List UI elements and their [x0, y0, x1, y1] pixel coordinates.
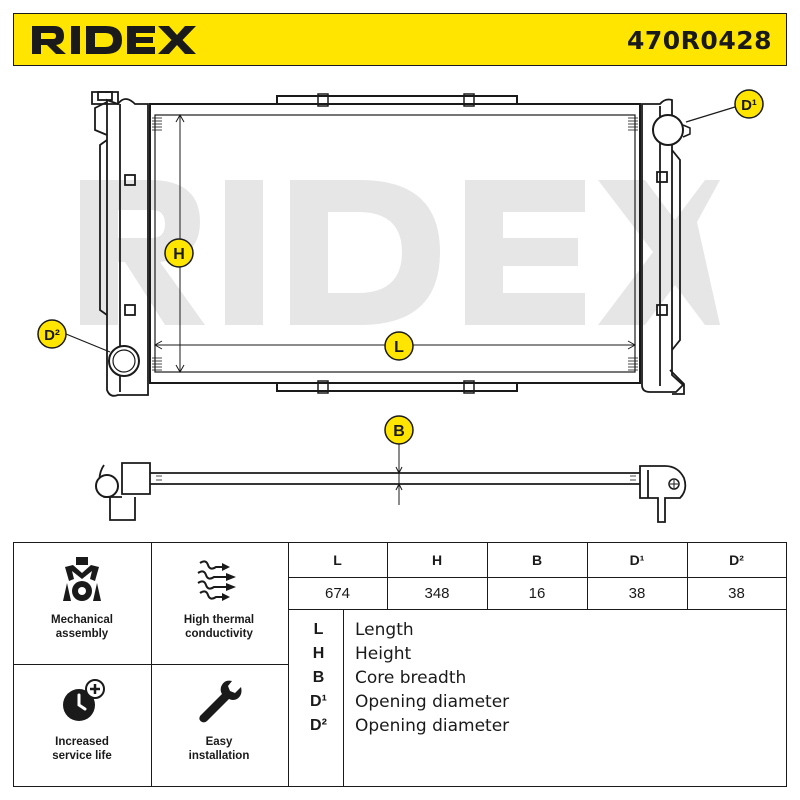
- radiator-core: [149, 103, 641, 384]
- dim-value-b: 16: [528, 585, 546, 602]
- dim-value-d1: 38: [628, 585, 646, 602]
- feature-increased-service-life: Increased service life: [14, 665, 150, 787]
- feature-label-line2: installation: [188, 750, 250, 762]
- ridex-watermark: [80, 180, 720, 325]
- feature-label-line2: assembly: [55, 628, 109, 640]
- legend-key: B: [312, 669, 325, 686]
- legend-text: Core breadth: [355, 668, 467, 688]
- dim-header-h: H: [431, 552, 443, 568]
- dim-header-d2: D²: [729, 552, 744, 568]
- legend-key: D²: [310, 717, 327, 734]
- legend-key: H: [312, 645, 325, 662]
- h-marker: [164, 238, 194, 268]
- dim-header-b: B: [531, 552, 543, 568]
- dim-header-d1: D¹: [629, 552, 645, 568]
- legend-text: Length: [355, 620, 414, 640]
- side-view: [98, 462, 687, 523]
- feature-label-line1: High thermal: [183, 614, 255, 626]
- feature-label-line1: Mechanical: [51, 614, 113, 626]
- easy-installation-icon: [199, 680, 242, 723]
- legend-text: Opening diameter: [355, 692, 510, 712]
- feature-label-line2: conductivity: [185, 628, 253, 640]
- d1-inlet: [652, 114, 684, 146]
- part-number: 470R0428: [626, 26, 772, 55]
- dim-header-l: L: [333, 552, 342, 568]
- right-tank: [641, 98, 685, 395]
- ridex-logo: [32, 26, 196, 54]
- header-bar: 470R0428: [13, 13, 787, 66]
- feature-label-line2: service life: [52, 750, 112, 762]
- feature-label-line1: Easy: [205, 736, 233, 748]
- legend-key: L: [313, 621, 324, 638]
- breadth-dimension-line: [395, 444, 403, 505]
- h-marker-label: H: [173, 246, 185, 263]
- l-marker-label: L: [394, 339, 404, 356]
- increased-service-life-icon: [63, 679, 105, 721]
- l-marker: [384, 331, 414, 361]
- info-panel: Mechanical assembly High thermal conductiv…: [13, 542, 787, 787]
- dim-value-l: 674: [324, 585, 351, 602]
- high-thermal-conductivity-icon: [197, 560, 236, 601]
- left-tank: [91, 91, 149, 397]
- legend-key: D¹: [310, 693, 327, 710]
- b-marker: [384, 415, 414, 445]
- dim-value-d2: 38: [728, 585, 745, 602]
- feature-mechanical-assembly: Mechanical assembly: [14, 543, 150, 665]
- d1-marker-label: D¹: [741, 97, 757, 114]
- radiator-drawing: H L D¹ D² B: [37, 89, 764, 523]
- feature-easy-installation: Easy installation: [151, 665, 287, 787]
- mechanical-assembly-icon: [63, 557, 101, 601]
- feature-label-line1: Increased: [55, 736, 109, 748]
- d2-marker-label: D²: [44, 327, 60, 344]
- dim-value-h: 348: [424, 585, 450, 602]
- d2-marker: [37, 319, 67, 349]
- legend-text: Height: [355, 644, 412, 664]
- b-marker-label: B: [393, 423, 405, 440]
- legend-text: Opening diameter: [355, 716, 510, 736]
- feature-high-thermal-conductivity: High thermal conductivity: [151, 543, 287, 665]
- d1-marker: [734, 89, 764, 119]
